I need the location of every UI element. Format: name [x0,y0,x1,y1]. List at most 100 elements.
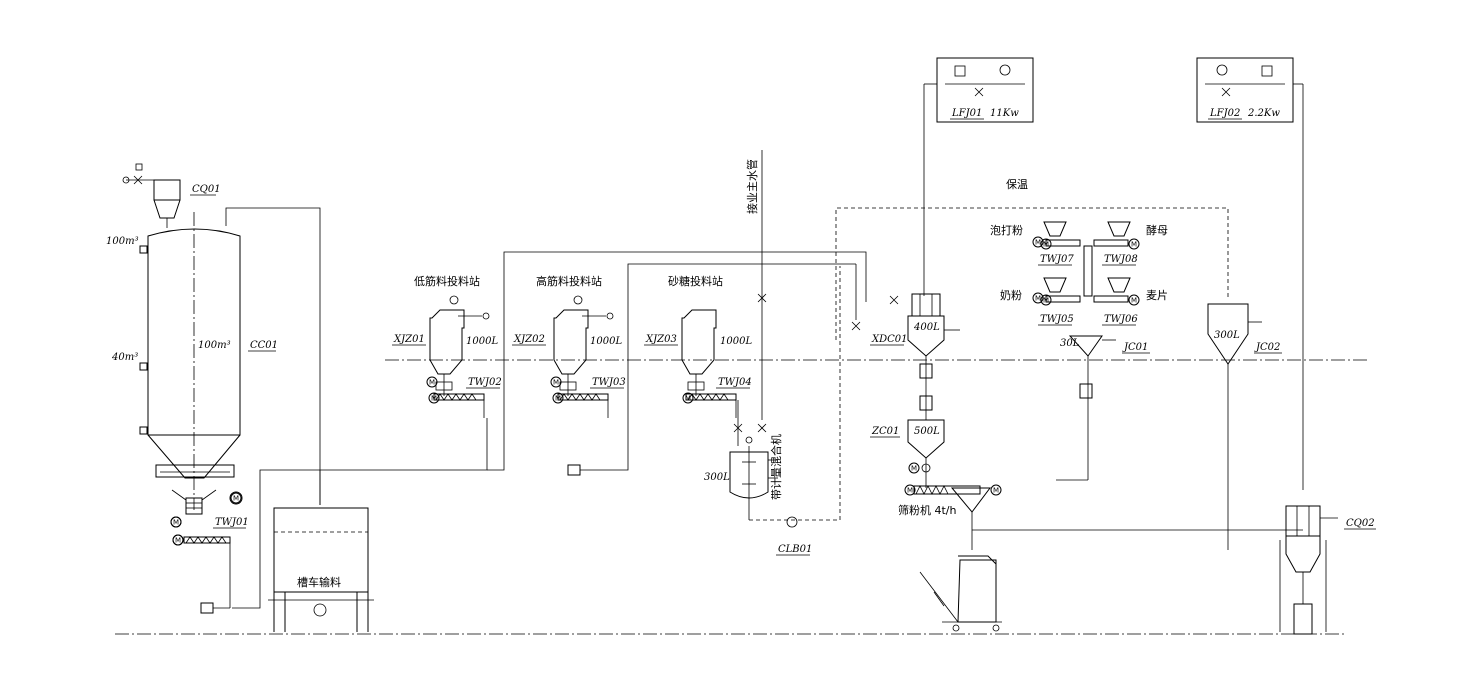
tanker-truck [268,507,374,632]
motor-icon: M [1032,292,1044,304]
pipe-cc01-tanker [225,207,321,505]
svg-text:M: M [993,487,999,495]
motor-icon: M [1032,236,1044,248]
label-twj04: TWJ04 [718,377,752,388]
blower-lfj02 [1196,57,1304,490]
svg-text:M: M [1035,295,1041,303]
label-mixer-name: 带计量混合机 [769,434,783,500]
label-zc-volume: 500L [914,426,940,437]
small-feeders [1043,221,1131,303]
label-twj01: TWJ01 [215,517,249,528]
label-twj06: TWJ06 [1104,314,1138,325]
motor-icon: M [1040,238,1052,250]
inlet-box [567,464,581,476]
motor-icon: M [904,484,916,496]
label-clb01: CLB01 [778,544,812,555]
label-level-40: 40m³ [111,352,138,363]
svg-text:M: M [911,465,917,473]
vessel-zc01 [907,419,945,488]
label-zc01: ZC01 [871,426,899,437]
vessel-jc01 [1056,245,1116,481]
label-twj05: TWJ05 [1040,314,1074,325]
pipe-header-2 [580,263,856,471]
dust-collector-cq01 [122,163,181,228]
svg-text:M: M [429,379,435,387]
motor-icon: M [1128,294,1140,306]
svg-text:M: M [1035,239,1041,247]
svg-text:M: M [1131,241,1137,249]
label-yeast: 酵母 [1146,224,1168,237]
label-lfj01: LFJ01 [951,108,982,119]
pipe-header-1 [487,251,867,471]
label-station-high: 高筋料投料站 [536,274,602,288]
motor-icon: M [1128,238,1140,250]
label-lfj02-power: 2.2Kw [1247,108,1280,119]
svg-text:M: M [1131,297,1137,305]
label-twj08: TWJ08 [1104,254,1138,265]
feeding-station-station-sugar [681,309,737,418]
bin-cart [919,559,1002,632]
label-xjz03: XJZ03 [645,334,677,345]
feeding-station-station-low [429,295,490,418]
label-vol-3: 1000L [720,336,752,347]
motor-icon: M [428,392,440,404]
label-level-100: 100m³ [106,236,139,247]
label-xdc-volume: 400L [913,322,940,333]
svg-text:M: M [173,519,179,527]
label-jc02: JC02 [1254,342,1280,353]
label-lfj02: LFJ02 [1209,108,1240,119]
return-pipe-clb01 [749,266,841,521]
svg-text:M: M [555,395,561,403]
motor-icon: M [426,376,438,388]
label-vol-2: 1000L [590,336,622,347]
svg-text:M: M [233,495,239,503]
motor-icon: M [230,492,242,504]
label-xjz02: XJZ02 [513,334,545,345]
motor-icon: M [908,462,920,474]
label-twj07: TWJ07 [1040,254,1074,265]
insulated-pipe [835,207,1229,340]
label-xjz01: XJZ01 [393,334,425,345]
label-sieve: 筛粉机 4t/h [898,503,957,517]
label-water-main: 接业主水管 [745,159,759,214]
label-cq01: CQ01 [192,184,221,195]
label-cc01: CC01 [250,340,278,351]
vessel-xdc01 [851,293,960,420]
svg-text:M: M [907,487,913,495]
label-station-sugar: 砂糖投料站 [668,274,723,288]
label-insulation: 保温 [1006,177,1028,191]
pipe-to-station1 [232,418,488,609]
svg-text:M: M [175,537,181,545]
vessel-jc02 [1207,303,1262,550]
label-xdc01: XDC01 [871,334,908,345]
label-twj02: TWJ02 [468,377,502,388]
svg-text:M: M [431,395,437,403]
motor-icon: M [1040,294,1052,306]
feeding-stations [429,295,737,418]
motor-icon: M [682,392,694,404]
label-cq02: CQ02 [1346,518,1375,529]
label-twj03: TWJ03 [592,377,626,388]
svg-text:M: M [1043,297,1049,305]
label-tanker: 槽车输料 [297,575,341,589]
blower-lfj01 [923,57,1034,296]
dust-collector-cq02 [1279,505,1338,635]
label-mixer-volume: 300L [704,472,730,483]
feeding-station-station-high [553,295,614,418]
svg-text:M: M [553,379,559,387]
mixer-tank [729,400,778,520]
label-milk-powder: 奶粉 [1000,288,1022,302]
label-baking-powder: 泡打粉 [990,223,1023,237]
silo-cc01 [139,212,241,515]
label-oats: 麦片 [1146,289,1168,302]
water-valve [757,293,767,303]
label-jc01-volume: 30L [1060,338,1080,349]
sieve-machine [913,485,1303,565]
svg-text:M: M [1043,241,1049,249]
pump-clb01 [786,516,798,528]
screw-conveyor-twj01 [170,491,243,614]
label-cc01-volume: 100m³ [198,340,231,351]
